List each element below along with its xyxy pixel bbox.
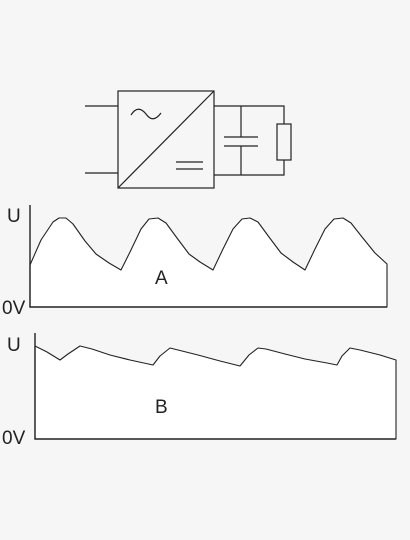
- graph-b-y-label: U: [7, 335, 21, 356]
- sine-wave-icon: [130, 108, 162, 120]
- graph-a-title: A: [155, 268, 168, 289]
- graph-b-zero-label: 0V: [2, 428, 26, 449]
- graph-a-y-label: U: [7, 206, 21, 227]
- graph-b-axes: [34, 333, 396, 440]
- graph-b-waveform: [34, 345, 397, 440]
- resistor-icon: [276, 123, 292, 161]
- graph-a-zero-label: 0V: [2, 298, 26, 319]
- graph-a-waveform: [29, 217, 388, 308]
- ac-dc-converter-icon: [117, 90, 215, 189]
- circuit-schematic: [85, 90, 292, 189]
- graph-a-axes: [29, 205, 387, 308]
- graph-a: U 0V A: [2, 205, 388, 319]
- graph-b: U 0V B: [2, 333, 397, 449]
- graph-b-title: B: [155, 397, 168, 418]
- output-rail-top: [214, 105, 285, 124]
- output-rail-bottom: [214, 160, 285, 176]
- capacitor-icon: [224, 106, 258, 175]
